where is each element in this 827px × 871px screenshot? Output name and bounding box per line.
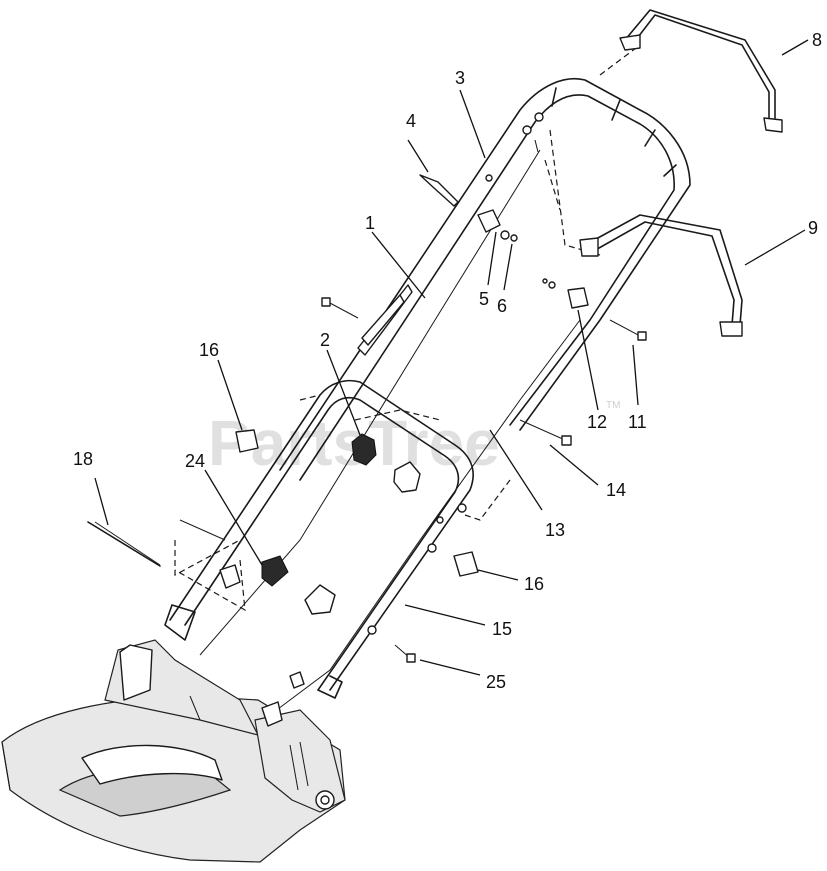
cable-guide-1 bbox=[357, 284, 413, 356]
lower-handle bbox=[164, 379, 474, 699]
callout-16-upper: 16 bbox=[199, 340, 219, 360]
callout-24: 24 bbox=[185, 451, 205, 471]
callout-25: 25 bbox=[486, 672, 506, 692]
rod-18 bbox=[87, 521, 161, 567]
callout-2: 2 bbox=[320, 330, 330, 350]
mower-deck bbox=[1, 639, 346, 863]
callout-18: 18 bbox=[73, 449, 93, 469]
callout-12: 12 bbox=[587, 412, 607, 432]
control-bar-8 bbox=[619, 9, 783, 133]
upper-handle bbox=[279, 78, 691, 481]
callout-5: 5 bbox=[479, 289, 489, 309]
pivot-blocks bbox=[477, 209, 589, 309]
watermark-tm: TM bbox=[606, 400, 620, 411]
callout-11: 11 bbox=[628, 412, 647, 432]
knobs bbox=[351, 433, 421, 493]
callout-6: 6 bbox=[497, 296, 507, 316]
cable-clamps bbox=[235, 429, 479, 577]
cable-guide bbox=[261, 584, 336, 727]
control-bar-9 bbox=[579, 214, 743, 337]
callout-3: 3 bbox=[455, 68, 465, 88]
callout-14: 14 bbox=[606, 480, 626, 500]
adjuster-24 bbox=[219, 555, 289, 589]
callout-13: 13 bbox=[545, 520, 565, 540]
callout-9: 9 bbox=[808, 218, 818, 238]
bolts bbox=[94, 174, 647, 663]
callout-labels: 3 4 1 2 5 6 8 9 11 12 14 13 15 16 16 18 … bbox=[73, 30, 822, 692]
callout-15: 15 bbox=[492, 619, 512, 639]
cables bbox=[199, 139, 581, 716]
callout-4: 4 bbox=[406, 111, 416, 131]
callout-16-lower: 16 bbox=[524, 574, 544, 594]
callout-8: 8 bbox=[812, 30, 822, 50]
callout-1: 1 bbox=[365, 213, 375, 233]
leader-lines bbox=[94, 39, 809, 676]
